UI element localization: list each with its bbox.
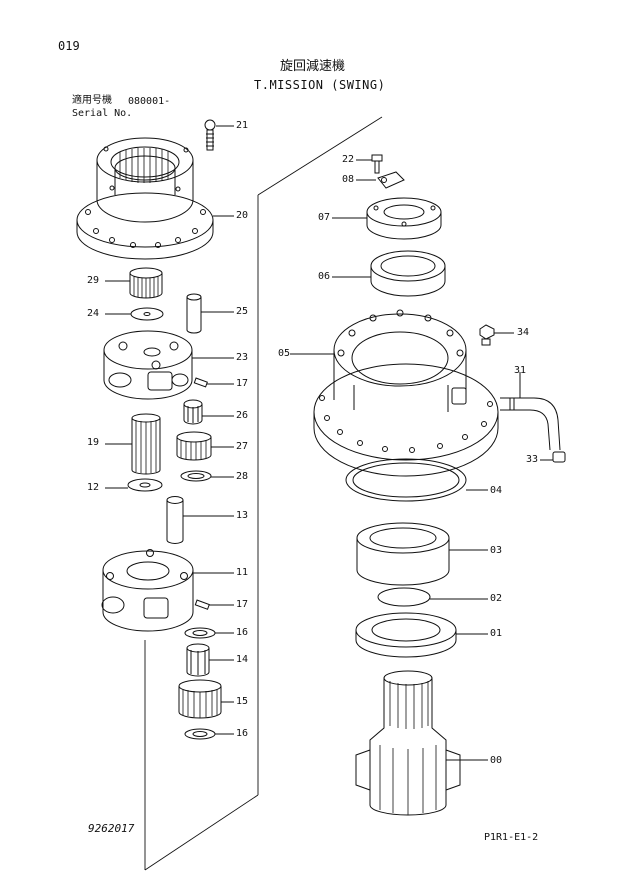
part-22-bolt: [371, 154, 383, 174]
part-23-carrier: [103, 330, 193, 400]
part-14-needle-bearing: [186, 643, 210, 677]
part-label-16a: 16: [236, 627, 249, 638]
part-label-03: 03: [490, 545, 503, 556]
part-08-lock-plate: [377, 171, 405, 189]
part-29-sun-gear: [129, 267, 163, 299]
drawing-number: 9262017: [88, 822, 135, 835]
part-label-29: 29: [87, 275, 100, 286]
page-number: 019: [58, 39, 80, 53]
part-12-washer: [127, 478, 163, 492]
title-english: T.MISSION (SWING): [254, 78, 386, 92]
part-00-pinion-shaft: [355, 670, 461, 816]
part-label-17b: 17: [236, 599, 249, 610]
part-label-01: 01: [490, 628, 503, 639]
part-19-gear-shaft: [131, 413, 161, 475]
part-16a-thrust-plate: [184, 627, 216, 639]
part-20-ring-gear: [76, 137, 214, 260]
serial-range: 080001-: [128, 96, 171, 107]
part-label-20: 20: [236, 210, 249, 221]
part-13-pin: [166, 496, 184, 544]
part-04-seal-ring: [345, 458, 467, 502]
part-label-31: 31: [514, 365, 527, 376]
part-label-23: 23: [236, 352, 249, 363]
part-label-27: 27: [236, 441, 249, 452]
part-label-05: 05: [278, 348, 291, 359]
part-label-19: 19: [87, 437, 100, 448]
part-label-11: 11: [236, 567, 249, 578]
part-27-planet-gear: [176, 431, 212, 461]
part-15-planet-gear: [178, 679, 222, 719]
part-label-24: 24: [87, 308, 100, 319]
part-label-16b: 16: [236, 728, 249, 739]
part-label-13: 13: [236, 510, 249, 521]
part-17b-spring-pin: [194, 599, 210, 610]
sheet-code: P1R1-E1-2: [484, 832, 539, 843]
part-label-17a: 17: [236, 378, 249, 389]
part-label-33: 33: [526, 454, 539, 465]
part-03-bearing: [356, 522, 450, 586]
part-label-00: 00: [490, 755, 503, 766]
part-label-04: 04: [490, 485, 503, 496]
part-28-thrust-plate: [180, 470, 212, 482]
serial-label-en: Serial No.: [72, 108, 133, 119]
part-label-12: 12: [87, 482, 100, 493]
boundary-top-line: [257, 116, 383, 196]
part-label-07: 07: [318, 212, 331, 223]
assembly-boundary: [144, 116, 383, 871]
part-25-pin: [186, 293, 202, 334]
part-label-02: 02: [490, 593, 503, 604]
part-33-plug: [552, 451, 566, 463]
title-japanese: 旋回減速機: [280, 59, 346, 74]
part-label-25: 25: [236, 306, 249, 317]
part-06-oil-seal: [370, 250, 446, 297]
part-label-34: 34: [517, 327, 530, 338]
part-21-bolt: [204, 119, 216, 151]
part-26-needle-bearing: [183, 399, 203, 425]
part-07-ring-nut: [366, 197, 442, 240]
part-24-washer: [130, 307, 164, 321]
part-01-seal-cover: [355, 612, 457, 658]
boundary-bottom-line: [144, 794, 259, 871]
part-17a-spring-pin: [193, 377, 208, 388]
part-34-plug: [479, 324, 495, 346]
part-label-06: 06: [318, 271, 331, 282]
part-02-o-ring: [377, 587, 431, 607]
part-label-28: 28: [236, 471, 249, 482]
part-label-26: 26: [236, 410, 249, 421]
part-31-elbow-pipe: [500, 397, 561, 451]
part-label-21: 21: [236, 120, 249, 131]
part-16b-thrust-plate: [184, 728, 216, 740]
part-11-carrier: [101, 549, 194, 632]
part-label-08: 08: [342, 174, 355, 185]
part-label-14: 14: [236, 654, 249, 665]
serial-label-jp: 適用号機: [72, 95, 112, 106]
part-05-housing: [313, 309, 499, 477]
part-label-22: 22: [342, 154, 355, 165]
part-label-15: 15: [236, 696, 249, 707]
